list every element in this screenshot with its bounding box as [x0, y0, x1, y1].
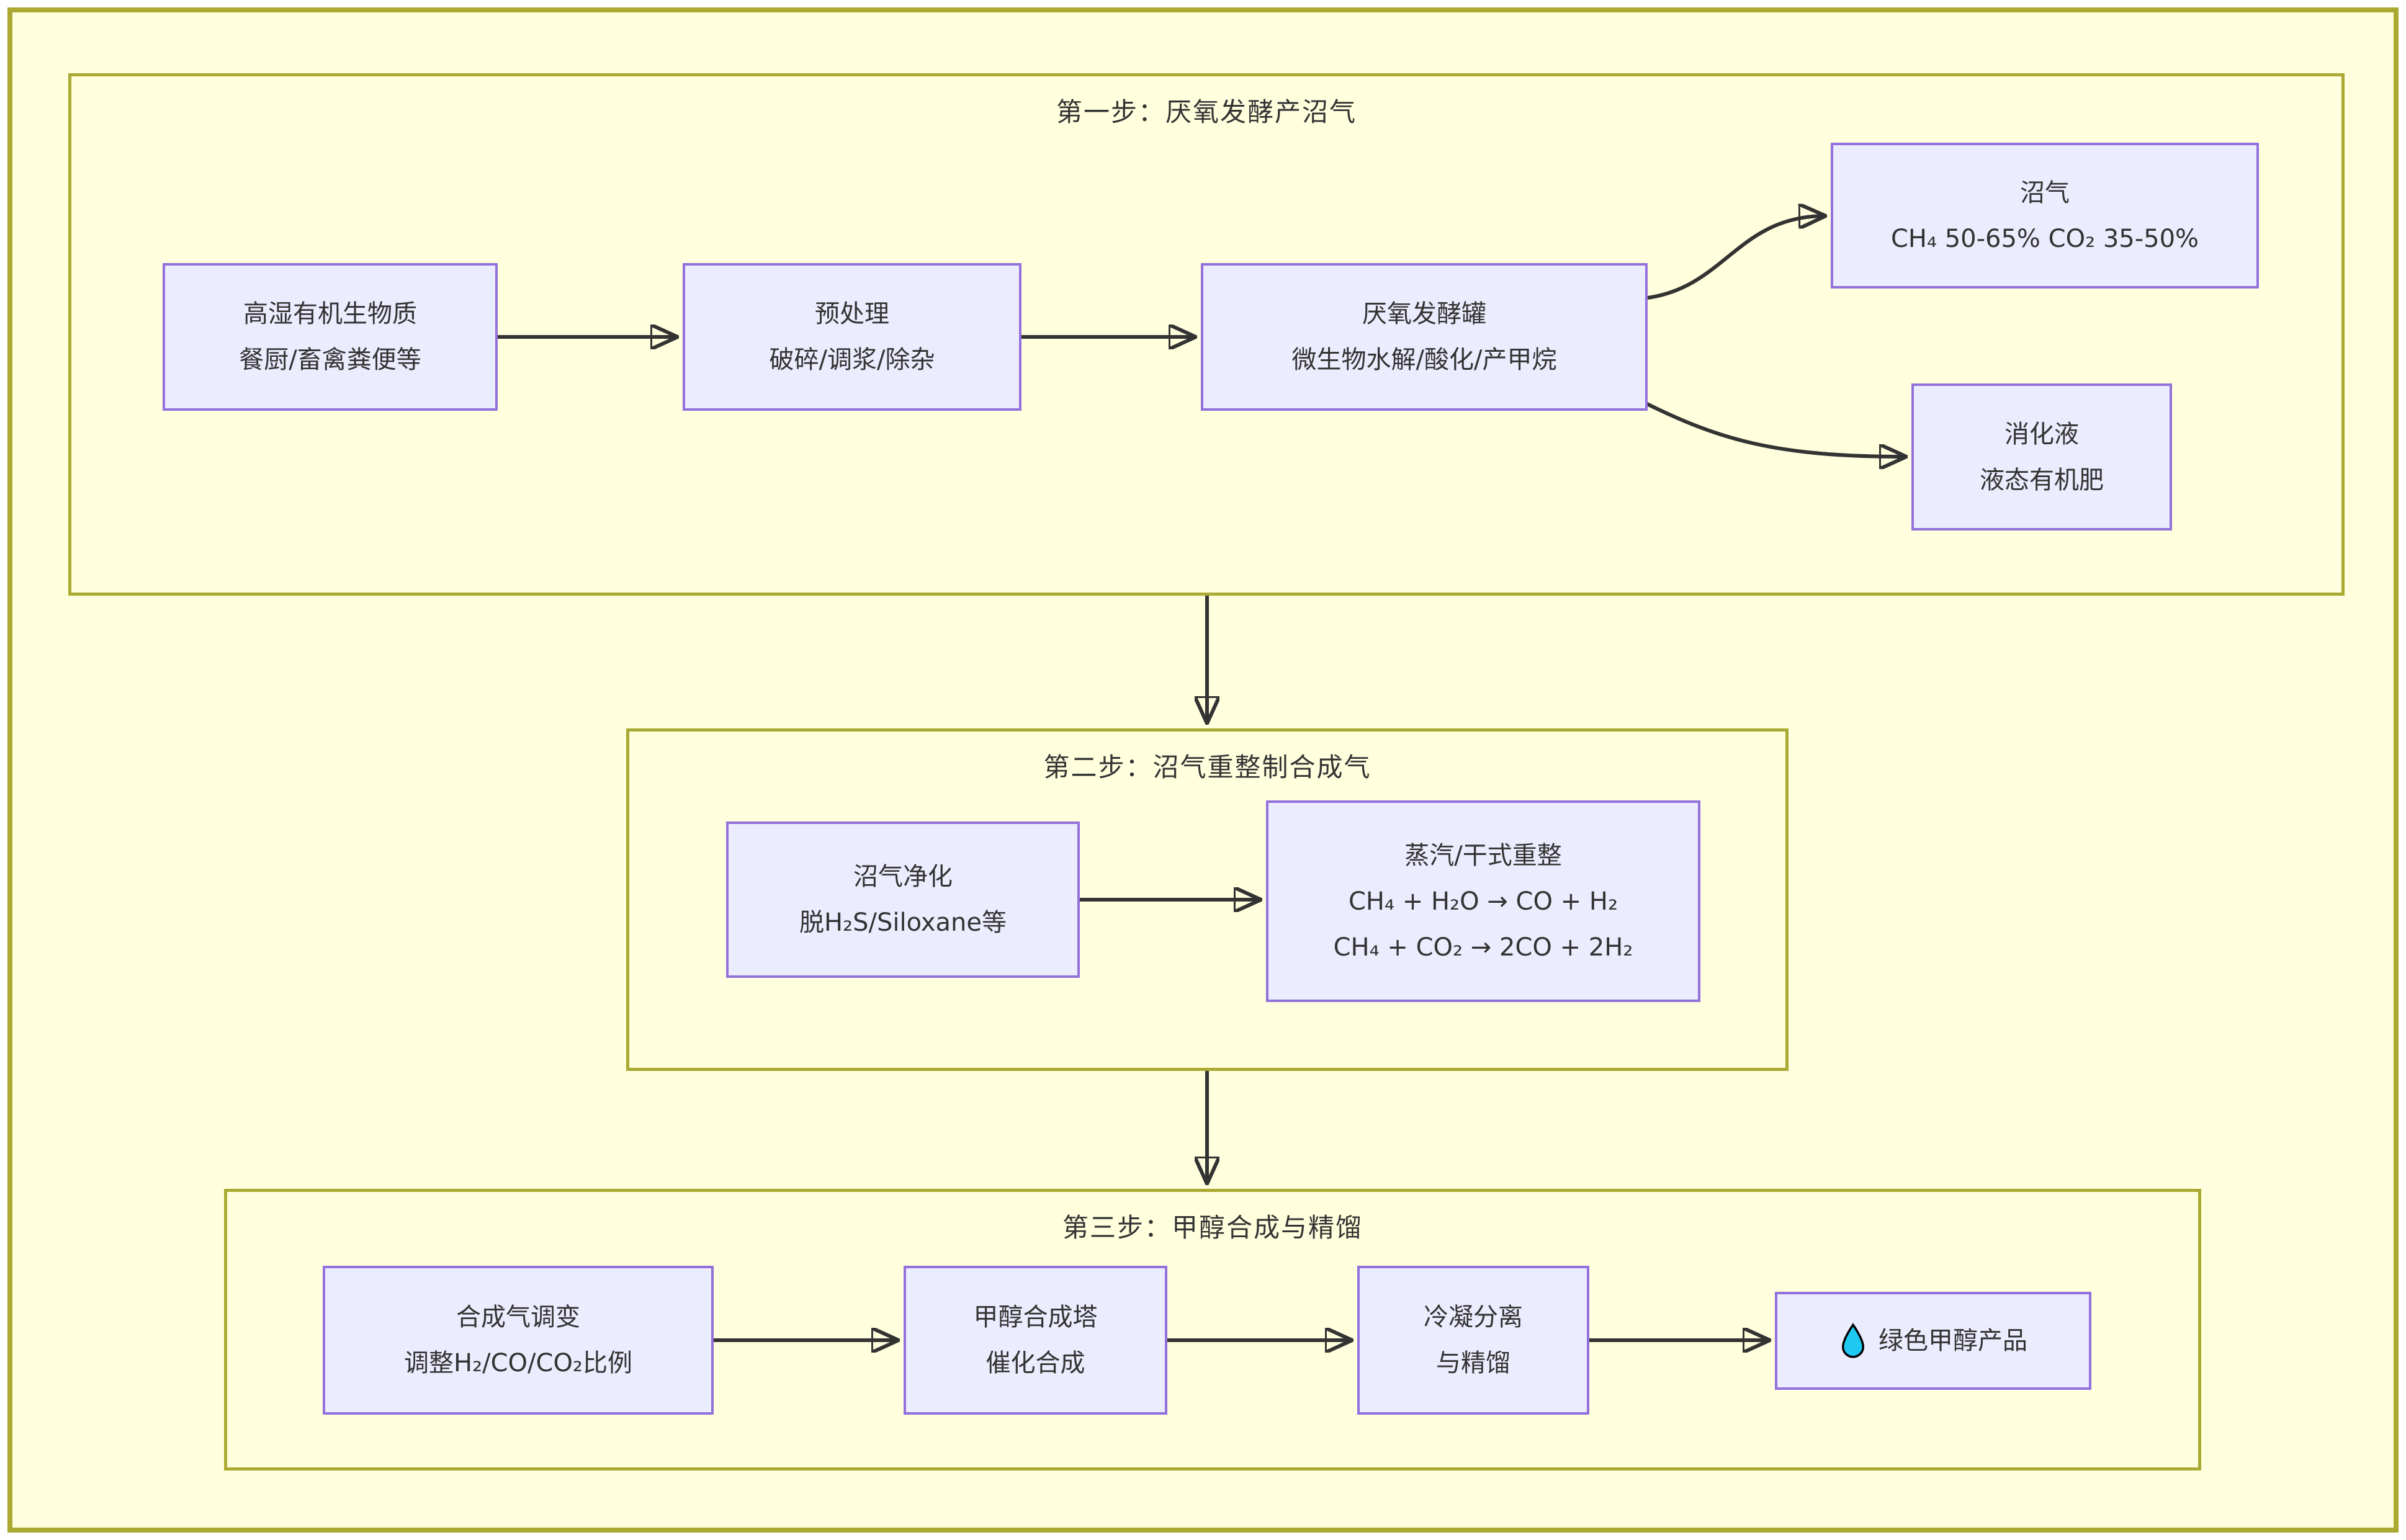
node-conditioning-line1: 合成气调变: [456, 1303, 580, 1332]
droplet-icon: [1841, 1323, 1865, 1358]
node-digester-line2: 微生物水解/酸化/产甲烷: [1291, 346, 1557, 374]
node-biomass: 高湿有机生物质 餐厨/畜禽粪便等: [163, 263, 498, 411]
node-condensation-line2: 与精馏: [1436, 1349, 1510, 1377]
node-conditioning-line2: 调整H₂/CO/CO₂比例: [404, 1349, 632, 1377]
node-biogas-line2: CH₄ 50-65% CO₂ 35-50%: [1890, 224, 2199, 253]
node-product-label: 绿色甲醇产品: [1879, 1327, 2027, 1355]
node-reforming: 蒸汽/干式重整 CH₄ + H₂O → CO + H₂ CH₄ + CO₂ → …: [1266, 800, 1700, 1002]
section-step1: 第一步：厌氧发酵产沼气: [68, 73, 2345, 596]
node-biomass-line1: 高湿有机生物质: [243, 300, 417, 328]
node-condensation-line1: 冷凝分离: [1424, 1303, 1523, 1332]
node-pretreatment-line1: 预处理: [815, 300, 889, 328]
node-purification: 沼气净化 脱H₂S/Siloxane等: [726, 821, 1080, 978]
section-step3-title: 第三步：甲醇合成与精馏: [1062, 1212, 1363, 1243]
node-digestate-line1: 消化液: [2004, 419, 2079, 449]
node-digestate: 消化液 液态有机肥: [1911, 383, 2172, 530]
node-conditioning: 合成气调变 调整H₂/CO/CO₂比例: [323, 1266, 714, 1415]
node-digester: 厌氧发酵罐 微生物水解/酸化/产甲烷: [1201, 263, 1648, 411]
section-step2: 第二步：沼气重整制合成气: [626, 728, 1789, 1071]
node-digester-line1: 厌氧发酵罐: [1362, 300, 1486, 328]
node-biomass-line2: 餐厨/畜禽粪便等: [239, 346, 421, 374]
node-biogas: 沼气 CH₄ 50-65% CO₂ 35-50%: [1831, 143, 2259, 289]
node-reforming-line1: 蒸汽/干式重整: [1404, 841, 1562, 870]
node-condensation: 冷凝分离 与精馏: [1357, 1266, 1589, 1415]
node-purification-line1: 沼气净化: [853, 862, 953, 891]
node-synthesis-line2: 催化合成: [985, 1349, 1085, 1377]
node-pretreatment: 预处理 破碎/调浆/除杂: [683, 263, 1021, 411]
node-reforming-line3: CH₄ + CO₂ → 2CO + 2H₂: [1333, 933, 1633, 962]
node-synthesis-line1: 甲醇合成塔: [973, 1303, 1098, 1332]
section-step3: 第三步：甲醇合成与精馏: [224, 1189, 2201, 1471]
node-synthesis: 甲醇合成塔 催化合成: [904, 1266, 1167, 1415]
node-digestate-line2: 液态有机肥: [1980, 465, 2104, 495]
section-step1-title: 第一步：厌氧发酵产沼气: [1056, 97, 1357, 127]
node-product: 绿色甲醇产品: [1775, 1292, 2091, 1390]
node-reforming-line2: CH₄ + H₂O → CO + H₂: [1348, 887, 1618, 916]
node-pretreatment-line2: 破碎/调浆/除杂: [769, 346, 935, 374]
node-biogas-line1: 沼气: [2020, 178, 2070, 207]
section-step2-title: 第二步：沼气重整制合成气: [1043, 752, 1371, 782]
node-purification-line2: 脱H₂S/Siloxane等: [799, 908, 1007, 937]
